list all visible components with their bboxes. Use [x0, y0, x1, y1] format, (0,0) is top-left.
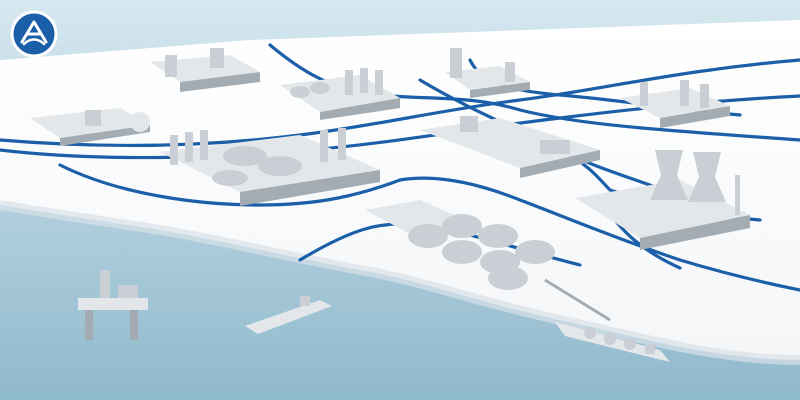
- chemical-plant-top-left: [150, 48, 260, 92]
- offshore-oil-platform: [78, 270, 148, 340]
- lng-carrier-ship: [555, 322, 670, 362]
- chemical-plant-top-center: [280, 68, 400, 120]
- power-plant-cooling-towers: [575, 150, 750, 250]
- lng-tank-farm: [408, 214, 611, 322]
- tanker-ship-center: [245, 296, 332, 334]
- refinery-plant-left: [30, 108, 150, 146]
- industrial-complex-right: [420, 116, 600, 178]
- land-mass: [0, 20, 800, 360]
- processing-plant-top-right: [445, 48, 530, 98]
- land-edge: [0, 200, 800, 365]
- industrial-complex-center: [160, 128, 380, 206]
- company-logo: [10, 10, 58, 58]
- chemical-plant-right: [620, 80, 730, 128]
